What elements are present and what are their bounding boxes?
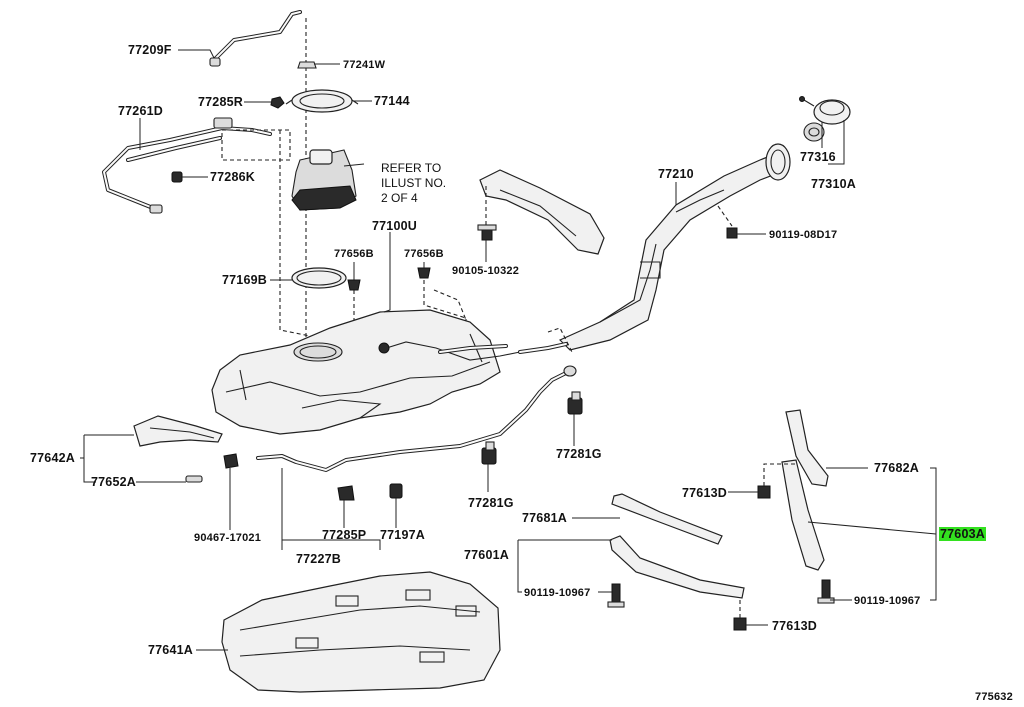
refer-note-line-1: REFER TO — [381, 161, 442, 175]
label-77613D-lower[interactable]: 77613D — [772, 619, 817, 633]
refer-note-line-3: 2 OF 4 — [381, 191, 418, 205]
fuel-pump-assembly — [291, 149, 365, 211]
diagram-number: 775632 — [975, 691, 1013, 703]
under-cover-77641A — [221, 571, 501, 693]
label-77316[interactable]: 77316 — [800, 150, 836, 164]
label-77261D[interactable]: 77261D — [118, 104, 163, 118]
label-77197A[interactable]: 77197A — [380, 528, 425, 542]
clamp-77281G-right — [567, 391, 583, 415]
plug-77656B-right — [417, 267, 431, 279]
bolt-77613D-upper — [757, 463, 796, 499]
refer-note-line-2: ILLUST NO. — [381, 176, 447, 190]
fuel-tank-77100U — [211, 309, 521, 435]
label-90105-10322[interactable]: 90105-10322 — [452, 265, 520, 277]
bolt-90119-08D17 — [717, 205, 738, 239]
clip-77286K — [171, 171, 183, 183]
clip-77241W — [297, 61, 317, 69]
label-77144[interactable]: 77144 — [374, 94, 410, 108]
heat-shield-bracket — [479, 169, 605, 255]
clamp-77281G-lower — [481, 441, 497, 465]
clamp-90467-17021 — [223, 453, 239, 469]
bolt-77613D-lower — [733, 600, 747, 631]
leader-lines — [80, 49, 937, 651]
plug-77656B-left — [347, 279, 361, 291]
label-77210[interactable]: 77210 — [658, 167, 694, 181]
vent-tube-77209F — [209, 10, 302, 67]
filler-pipe-77210 — [547, 143, 791, 353]
label-90119-10967-right[interactable]: 90119-10967 — [854, 595, 921, 607]
bolt-90119-10967-right — [817, 579, 835, 604]
label-77641A[interactable]: 77641A — [148, 643, 193, 657]
refer-note: REFER TO ILLUST NO. 2 OF 4 — [381, 161, 446, 206]
label-77642A[interactable]: 77642A — [30, 451, 75, 465]
label-77169B[interactable]: 77169B — [222, 273, 267, 287]
label-77227B[interactable]: 77227B — [296, 552, 341, 566]
strap-77681A — [611, 493, 723, 545]
fuel-cap-77310A — [799, 96, 851, 125]
label-77286K[interactable]: 77286K — [210, 170, 255, 184]
gasket-77316 — [803, 122, 825, 142]
label-77285R[interactable]: 77285R — [198, 95, 243, 109]
label-77310A[interactable]: 77310A — [811, 177, 856, 191]
clip-77285P — [337, 485, 355, 501]
label-77613D-upper[interactable]: 77613D — [682, 486, 727, 500]
label-77241W[interactable]: 77241W — [343, 59, 386, 71]
retainer-ring-77144 — [285, 89, 359, 113]
tube-77261D — [102, 117, 291, 214]
label-90119-08D17[interactable]: 90119-08D17 — [769, 229, 838, 241]
label-77682A[interactable]: 77682A — [874, 461, 919, 475]
label-77601A[interactable]: 77601A — [464, 548, 509, 562]
label-90467-17021[interactable]: 90467-17021 — [194, 532, 262, 544]
label-77285P[interactable]: 77285P — [322, 528, 367, 542]
label-77656B-right[interactable]: 77656B — [404, 248, 444, 260]
label-77281G-right[interactable]: 77281G — [556, 447, 602, 461]
label-77652A[interactable]: 77652A — [91, 475, 136, 489]
bolt-90119-10967-left — [607, 583, 625, 608]
protector-77642A — [133, 415, 223, 447]
clip-77652A — [185, 475, 203, 483]
label-77100U[interactable]: 77100U — [372, 219, 417, 233]
label-77656B-left[interactable]: 77656B — [334, 248, 374, 260]
label-77209F[interactable]: 77209F — [128, 43, 172, 57]
label-77681A[interactable]: 77681A — [522, 511, 567, 525]
label-90119-10967-left[interactable]: 90119-10967 — [524, 587, 591, 599]
strap-77682A — [781, 409, 829, 571]
strap-77601A — [609, 535, 745, 599]
bolt-90105-10322 — [477, 224, 497, 241]
clamp-77197A — [389, 483, 403, 499]
grommet-77285R — [270, 96, 285, 109]
tube-77227B — [256, 365, 577, 472]
label-77603A-highlighted[interactable]: 77603A — [939, 527, 986, 541]
label-77281G-lower[interactable]: 77281G — [468, 496, 514, 510]
